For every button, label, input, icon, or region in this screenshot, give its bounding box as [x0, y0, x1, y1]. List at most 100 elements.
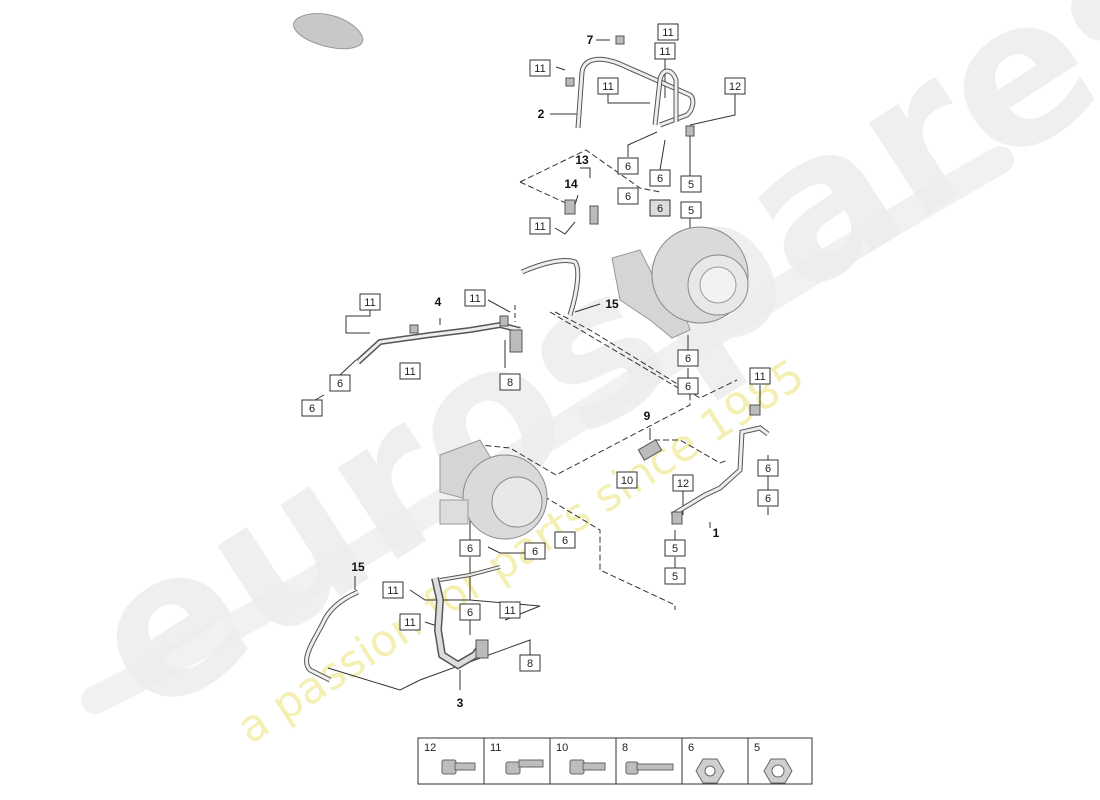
- svg-text:11: 11: [404, 366, 415, 378]
- box-label: 11: [464, 289, 486, 307]
- box-label: 6: [617, 187, 639, 205]
- box-label: 11: [399, 362, 421, 380]
- callout-1: 1: [713, 526, 720, 540]
- svg-text:6: 6: [685, 381, 691, 393]
- box-label: 6: [649, 169, 671, 187]
- box-label: 6: [329, 374, 351, 392]
- svg-text:5: 5: [672, 543, 678, 555]
- legend-label-12: 12: [424, 742, 436, 754]
- pipe-2: [576, 57, 695, 129]
- box-label: 12: [724, 77, 746, 95]
- svg-text:6: 6: [337, 378, 343, 390]
- fittings: [409, 35, 761, 659]
- box-label: 11: [749, 367, 771, 385]
- svg-text:12: 12: [677, 478, 689, 490]
- svg-text:6: 6: [467, 543, 473, 555]
- box-label: 11: [529, 59, 551, 77]
- box-label: 6: [677, 377, 699, 395]
- svg-text:11: 11: [364, 297, 375, 309]
- legend-label-10: 10: [556, 742, 568, 754]
- svg-text:6: 6: [765, 493, 771, 505]
- box-label: 5: [680, 201, 702, 219]
- box-label: 11: [399, 613, 421, 631]
- svg-text:6: 6: [532, 546, 538, 558]
- callout-15-lower: 15: [351, 560, 365, 574]
- box-label: 11: [499, 601, 521, 619]
- svg-text:6: 6: [765, 463, 771, 475]
- box-label: 6: [459, 603, 481, 621]
- box-label: 6: [459, 539, 481, 557]
- box-label: 6: [554, 531, 576, 549]
- box-label: 11: [382, 581, 404, 599]
- legend-label-5: 5: [754, 742, 760, 754]
- grommet-part: [293, 13, 364, 50]
- svg-text:11: 11: [754, 371, 765, 383]
- svg-text:6: 6: [685, 353, 691, 365]
- stud-bolt-icon: [505, 759, 544, 775]
- svg-text:11: 11: [404, 617, 415, 629]
- callout-14: 14: [564, 177, 578, 191]
- box-label: 8: [499, 373, 521, 391]
- svg-text:11: 11: [659, 46, 670, 58]
- legend-label-11: 11: [490, 742, 501, 754]
- flange-bolt-icon: [441, 759, 476, 775]
- box-label: 6: [617, 157, 639, 175]
- box-label: 6: [524, 542, 546, 560]
- svg-text:11: 11: [534, 63, 545, 75]
- svg-text:11: 11: [504, 605, 515, 617]
- svg-text:6: 6: [562, 535, 568, 547]
- svg-text:6: 6: [625, 191, 631, 203]
- svg-text:5: 5: [672, 571, 678, 583]
- hex-nut-icon: [695, 758, 725, 784]
- box-label: 5: [664, 567, 686, 585]
- box-label: 6: [649, 199, 671, 217]
- turbocharger-lower: [439, 439, 548, 540]
- callout-13: 13: [575, 153, 589, 167]
- watermark-swoosh: [81, 146, 1014, 714]
- flange-bolt-icon: [569, 759, 606, 775]
- hex-nut-icon: [763, 758, 793, 784]
- callout-9: 9: [644, 409, 651, 423]
- callout-4: 4: [435, 295, 442, 309]
- legend-label-6: 6: [688, 742, 694, 754]
- callout-15-upper: 15: [605, 297, 619, 311]
- box-label: 11: [597, 77, 619, 95]
- svg-text:6: 6: [657, 203, 663, 215]
- long-bolt-icon: [625, 761, 674, 775]
- svg-text:10: 10: [621, 475, 633, 487]
- legend-frame: [417, 737, 813, 785]
- parts-legend: 12 11 10 8 6 5: [417, 737, 813, 785]
- callouts: 7 2 13 14 4 15 9 1 15 3 11 11 11 11 12 6…: [301, 23, 779, 710]
- callout-7: 7: [587, 33, 594, 47]
- callout-3: 3: [457, 696, 464, 710]
- box-label: 11: [359, 293, 381, 311]
- svg-text:12: 12: [729, 81, 741, 93]
- svg-text:8: 8: [507, 377, 513, 389]
- turbocharger-upper: [611, 226, 749, 339]
- svg-text:6: 6: [309, 403, 315, 415]
- box-label: 6: [757, 459, 779, 477]
- svg-text:5: 5: [688, 205, 694, 217]
- box-label: 11: [657, 23, 679, 41]
- svg-text:11: 11: [602, 81, 613, 93]
- svg-text:6: 6: [657, 173, 663, 185]
- svg-text:11: 11: [387, 585, 398, 597]
- box-label: 5: [680, 175, 702, 193]
- box-label: 11: [654, 42, 676, 60]
- svg-text:11: 11: [469, 293, 480, 305]
- svg-text:8: 8: [527, 658, 533, 670]
- box-label: 10: [616, 471, 638, 489]
- callout-2: 2: [538, 107, 545, 121]
- box-label: 12: [672, 474, 694, 492]
- box-label: 6: [757, 489, 779, 507]
- svg-text:11: 11: [534, 221, 545, 233]
- legend-label-8: 8: [622, 742, 628, 754]
- box-label: 8: [519, 654, 541, 672]
- box-label: 11: [529, 217, 551, 235]
- box-label: 5: [664, 539, 686, 557]
- svg-text:5: 5: [688, 179, 694, 191]
- svg-text:6: 6: [467, 607, 473, 619]
- box-label: 6: [677, 349, 699, 367]
